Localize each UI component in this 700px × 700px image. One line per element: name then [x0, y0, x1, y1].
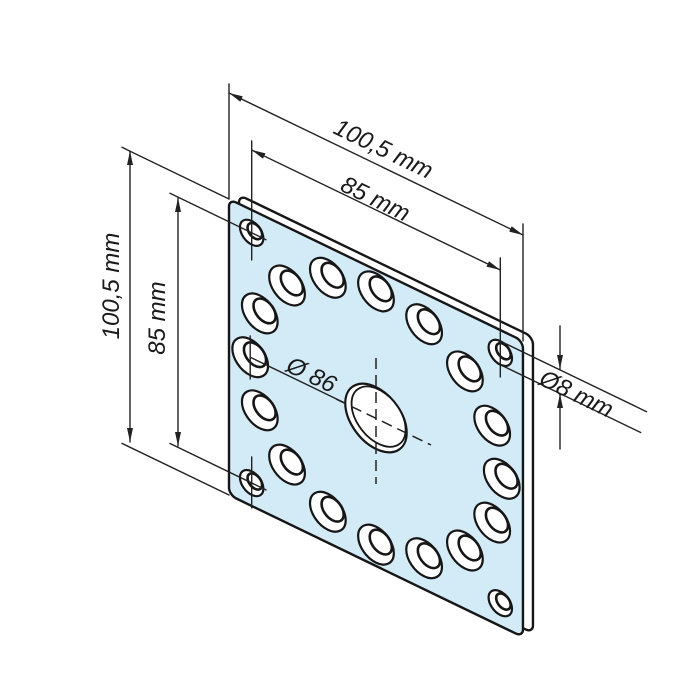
extension-line	[169, 442, 267, 491]
dimension-label-top-hole-spacing: 85 mm	[336, 171, 414, 227]
extension-line	[121, 146, 230, 200]
ring-hole-bore	[495, 460, 517, 493]
hole-tangent-line	[499, 364, 642, 434]
leader-line-bolt-circle	[249, 356, 346, 404]
plate-3d	[229, 195, 533, 637]
centerline-oblique	[335, 398, 432, 446]
ring-hole-bore	[254, 391, 276, 424]
ring-hole-bore	[281, 266, 303, 299]
ring-hole-bore	[459, 352, 481, 385]
dimension-label-small-hole: Ø8 mm	[534, 365, 617, 424]
ring-hole-bore	[281, 446, 303, 479]
corner-hole-bore	[496, 591, 511, 613]
dimension-label-left-hole-spacing: 85 mm	[144, 281, 171, 354]
ring-hole-bore	[370, 272, 392, 305]
extension-line	[121, 442, 230, 496]
dimension-label-left-height: 100,5 mm	[98, 233, 125, 340]
ring-hole-bore	[486, 407, 508, 440]
ring-hole-bore	[418, 305, 440, 338]
ring-hole-bore	[459, 532, 481, 565]
ring-hole-bore	[322, 493, 344, 526]
ring-hole-bore	[370, 526, 392, 559]
ring-hole-bore	[418, 539, 440, 572]
center-hole-bore	[352, 376, 406, 457]
ring-hole-bore	[486, 504, 508, 537]
hole-tangent-line	[499, 340, 648, 413]
ring-hole-bore	[254, 294, 276, 327]
ring-hole-bore	[244, 338, 266, 371]
dimension-line-top-inner	[250, 149, 501, 271]
